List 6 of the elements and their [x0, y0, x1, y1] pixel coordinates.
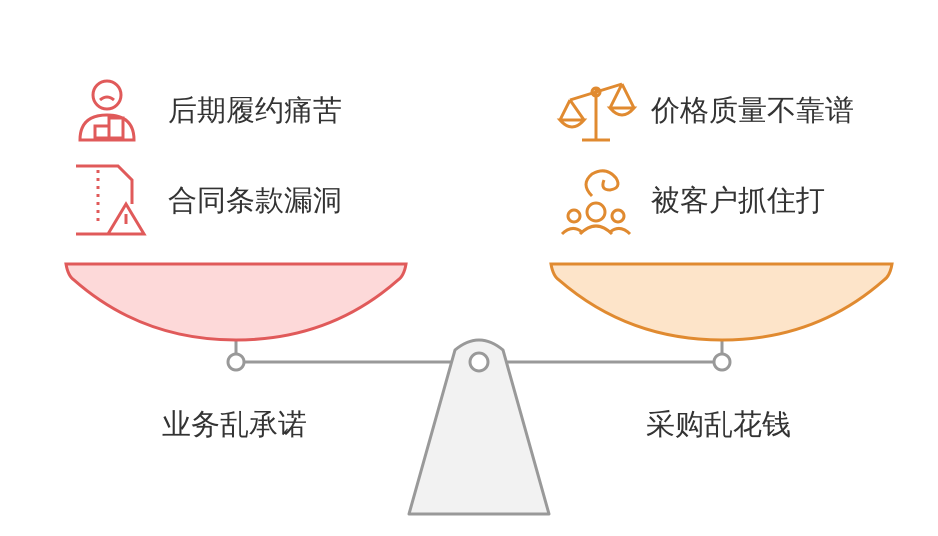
item-text: 后期履约痛苦	[168, 92, 342, 128]
side-label: 业务乱承诺	[162, 406, 307, 442]
item-text: 合同条款漏洞	[168, 182, 342, 218]
item-text: 价格质量不靠谱	[651, 92, 854, 128]
item-text: 被客户抓住打	[651, 182, 825, 218]
side-label: 采购乱花钱	[646, 406, 791, 442]
